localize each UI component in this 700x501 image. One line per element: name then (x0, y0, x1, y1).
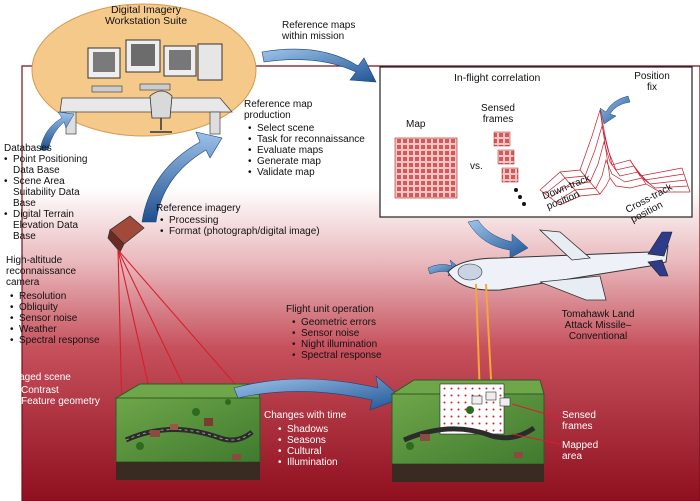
vs-label: vs. (470, 161, 483, 172)
database-line: Elevation Data (13, 220, 79, 231)
workstation-illustration (59, 39, 233, 135)
mapped-area-label: Mapped area (562, 440, 598, 462)
flight-unit-item: Night illumination (292, 339, 382, 350)
databases-heading: Databases (4, 143, 52, 154)
reference-maps-line1: Reference maps (282, 20, 356, 31)
mapped-area-line2: area (562, 451, 583, 462)
position-fix-line1: Position (634, 71, 670, 82)
arrow-position-fix (599, 95, 631, 125)
inflight-title: In-flight correlation (454, 72, 541, 84)
workstation-title-line2: Workstation Suite (104, 15, 188, 27)
arrow-to-inflight (261, 48, 377, 83)
imaged-scene-item: Contrast (12, 385, 100, 396)
workstation-title: Digital Imagery Workstation Suite (98, 5, 194, 27)
map-grid (394, 137, 458, 199)
sensed-frames-scene-label: Sensed frames (562, 410, 596, 432)
map-label: Map (406, 119, 426, 130)
sensed-frames-inflight-label: Sensed frames (478, 103, 518, 125)
database-line: Digital Terrain (13, 209, 74, 220)
reference-imagery-heading: Reference imagery (156, 203, 241, 214)
database-line: Suitability Data (13, 187, 80, 198)
position-fix-line2: fix (647, 82, 657, 93)
sensed-line2: frames (482, 114, 514, 125)
database-line: Scene Area (13, 176, 65, 187)
sensed-frames-line2: frames (562, 421, 593, 432)
database-line: Point Positioning (13, 154, 88, 165)
imaged-scene-item: Feature geometry (12, 396, 100, 407)
flight-unit-item: Spectral response (292, 350, 382, 361)
map-production-heading-line1: Reference map (244, 99, 313, 110)
missile-line1: Tomahawk Land (561, 309, 635, 320)
arrow-from-databases (39, 111, 75, 151)
camera-heading-line2: reconnaissance (6, 266, 77, 277)
map-production-item: Select scene (248, 123, 365, 134)
workstation-title-line1: Digital Imagery (110, 4, 182, 16)
database-line: Base (13, 198, 36, 209)
camera-item: Sensor noise (10, 313, 100, 324)
map-production-item: Task for reconnaissance (248, 134, 365, 145)
map-production-heading: Reference map production (244, 99, 312, 121)
map-production-heading-line2: production (244, 110, 291, 121)
camera-heading-line1: High-altitude (6, 255, 63, 266)
camera-list: Resolution Obliquity Sensor noise Weathe… (10, 291, 100, 346)
changes-item: Cultural (278, 446, 338, 457)
reference-maps-line2: within mission (282, 31, 345, 42)
changes-item: Shadows (278, 424, 338, 435)
missile-line2: Attack Missile– (564, 320, 632, 331)
changes-list: Shadows Seasons Cultural Illumination (278, 424, 338, 468)
sensed-line1: Sensed (481, 103, 515, 114)
database-line: Base (13, 231, 36, 242)
map-production-item: Evaluate maps (248, 145, 365, 156)
reference-imagery-list: Processing Format (photograph/digital im… (160, 215, 320, 237)
missile-line3: Conventional (568, 331, 628, 342)
database-line: Data Base (13, 165, 60, 176)
camera-item: Weather (10, 324, 100, 335)
camera-illustration (107, 215, 145, 253)
imaged-scene-list: Contrast Feature geometry (12, 385, 100, 407)
reference-maps-label: Reference maps within mission (282, 20, 355, 42)
arrow-to-workstation (141, 131, 223, 223)
position-fix-label: Position fix (632, 71, 672, 93)
mapped-area-line1: Mapped (562, 440, 599, 451)
map-production-item: Generate map (248, 156, 365, 167)
flight-unit-list: Geometric errors Sensor noise Night illu… (292, 317, 382, 361)
flight-unit-heading: Flight unit operation (286, 304, 374, 315)
changes-item: Illumination (278, 457, 338, 468)
sensed-frames-line1: Sensed (562, 410, 596, 421)
camera-heading: High-altitude reconnaissance camera (6, 255, 76, 288)
reference-imagery-item: Processing (160, 215, 320, 226)
camera-item: Obliquity (10, 302, 100, 313)
map-production-item: Validate map (248, 167, 365, 178)
changes-heading: Changes with time (264, 410, 347, 421)
correlation-surface (539, 109, 691, 206)
camera-heading-line3: camera (6, 277, 40, 288)
missile-label: Tomahawk Land Attack Missile– Convention… (548, 309, 648, 342)
imaged-scene-heading: Imaged scene (8, 372, 71, 383)
missile-illustration (447, 229, 673, 301)
flight-unit-item: Sensor noise (292, 328, 382, 339)
camera-item: Spectral response (10, 335, 100, 346)
map-production-list: Select scene Task for reconnaissance Eva… (248, 123, 365, 178)
changes-item: Seasons (278, 435, 338, 446)
sensed-scene-terrain (390, 379, 545, 482)
arrow-to-missile (467, 219, 529, 259)
reference-imagery-item: Format (photograph/digital image) (160, 226, 320, 237)
camera-item: Resolution (10, 291, 100, 302)
flight-unit-item: Geometric errors (292, 317, 382, 328)
imaged-scene-terrain (114, 383, 261, 480)
